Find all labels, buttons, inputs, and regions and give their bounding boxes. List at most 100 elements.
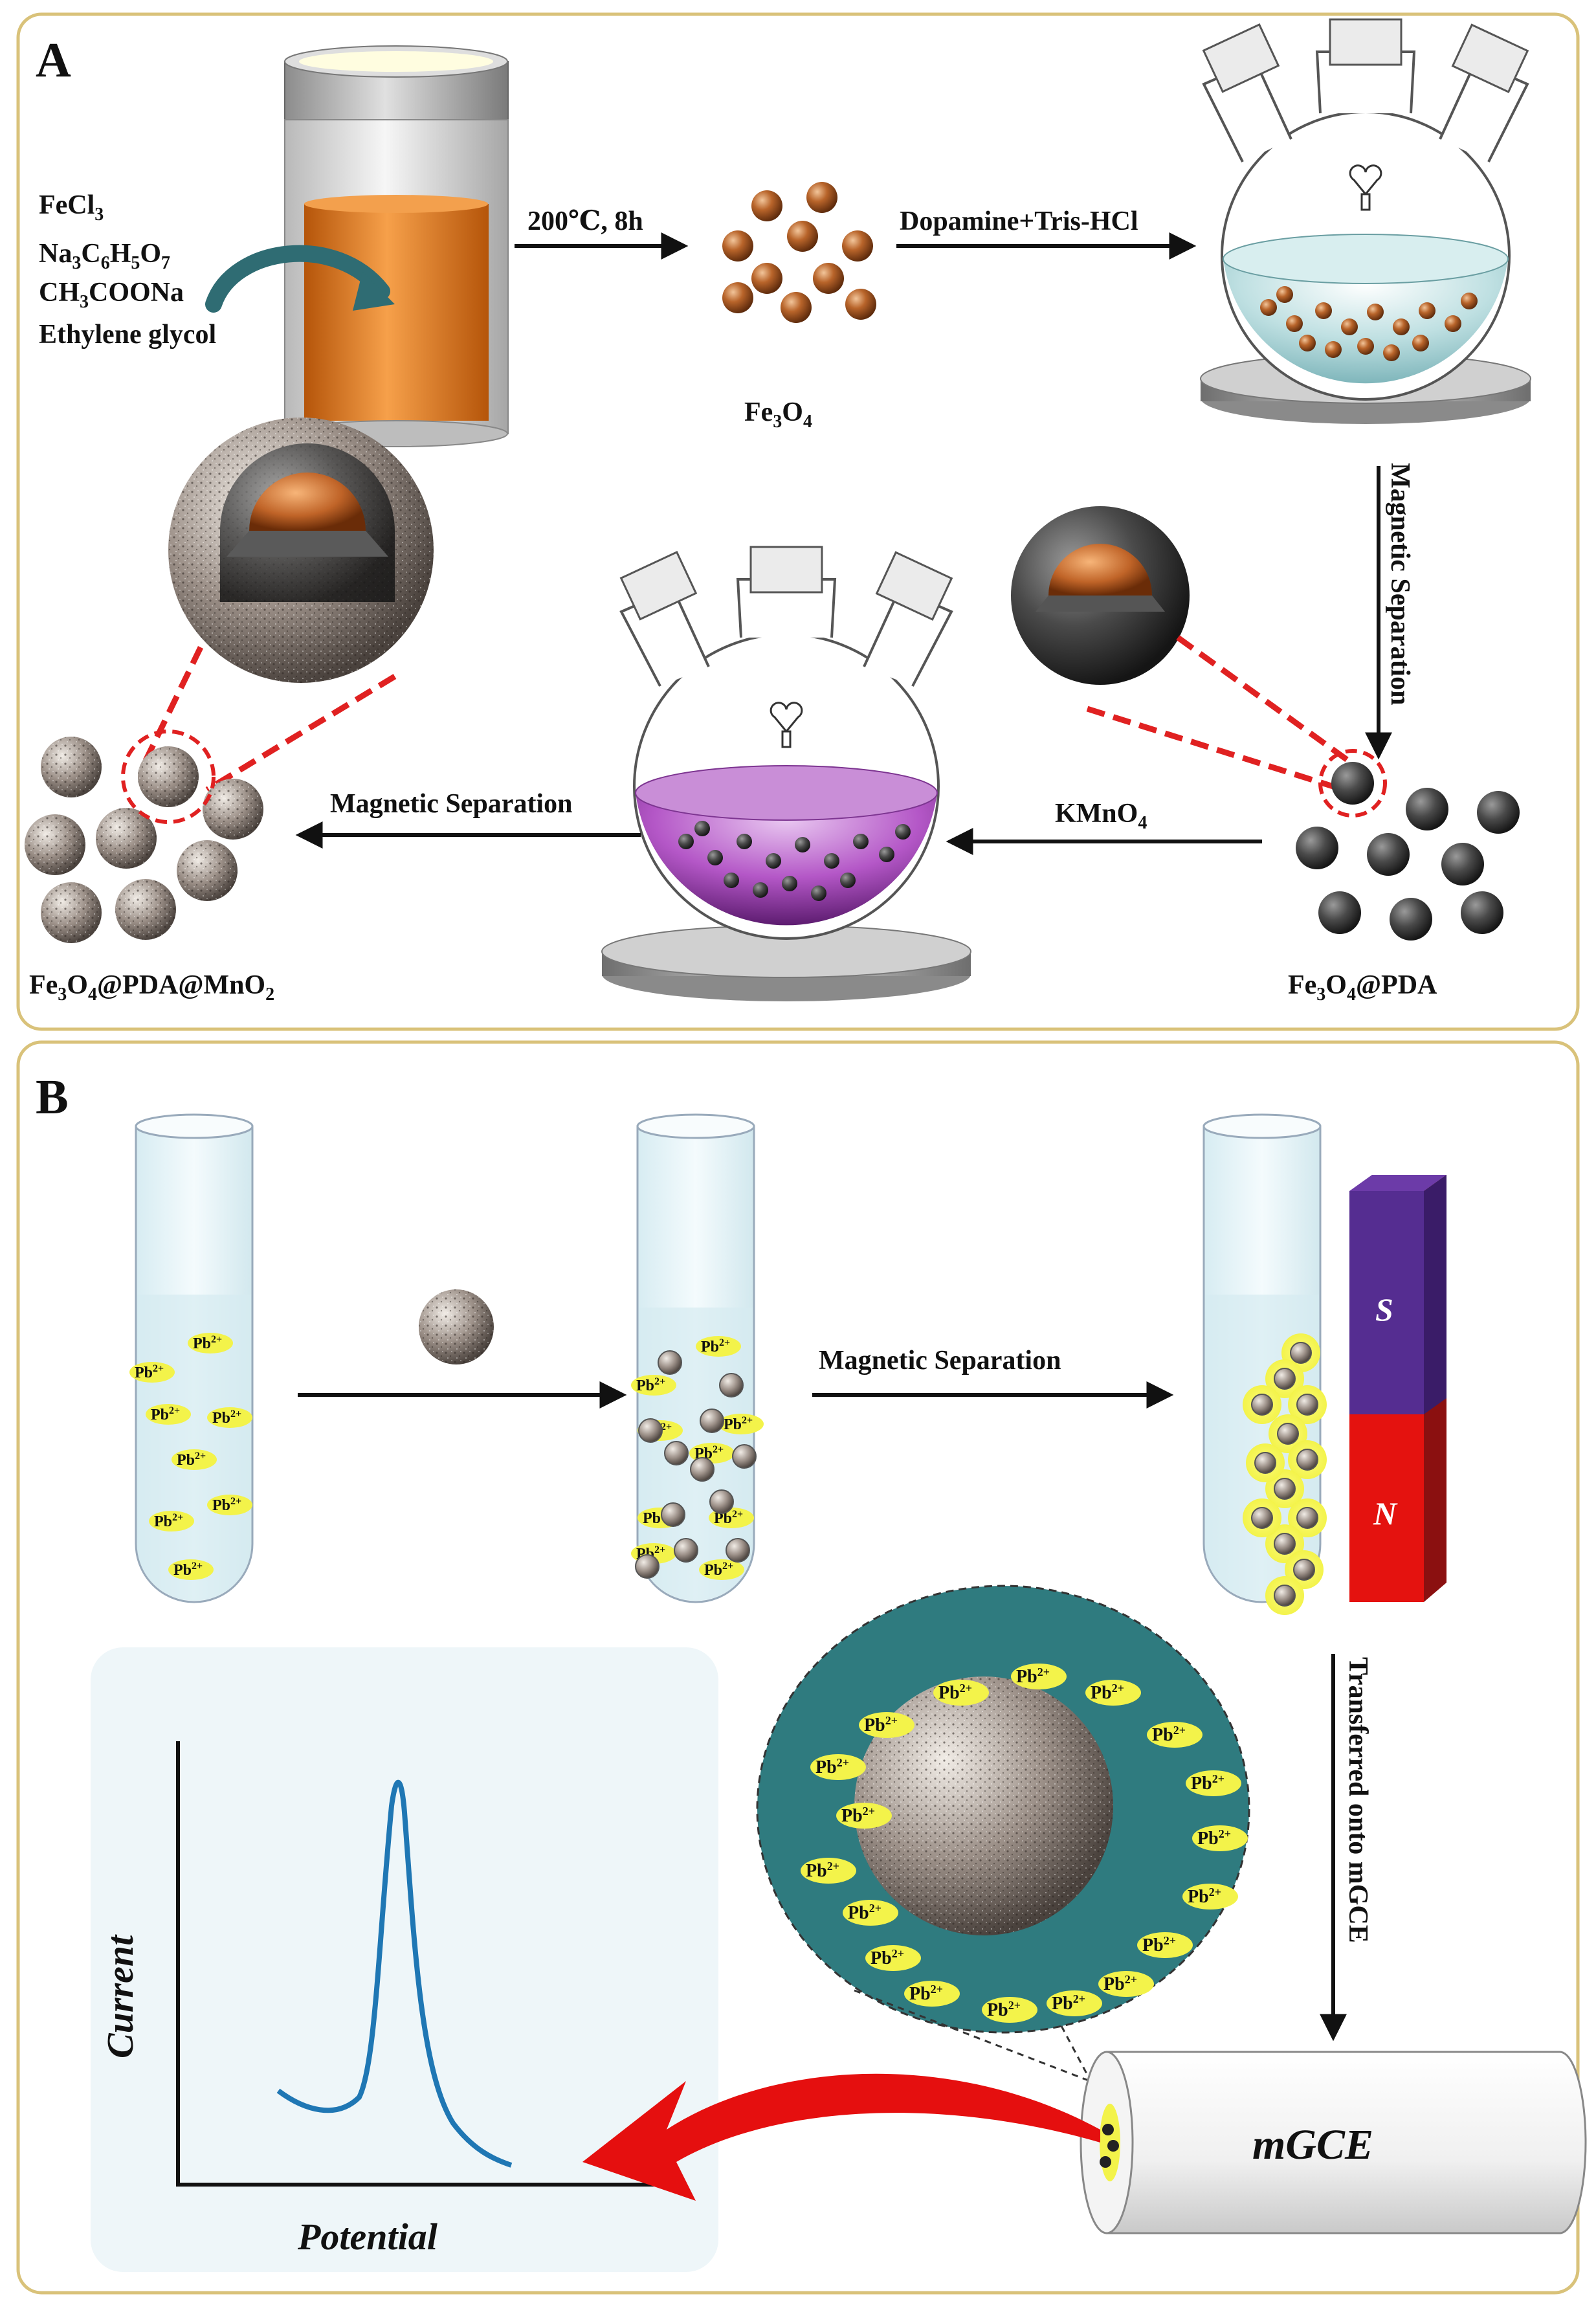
y-axis-label: Current — [99, 1934, 141, 2058]
pb-ion-glow — [865, 1945, 921, 1971]
magnet-north-label: N — [1373, 1495, 1398, 1531]
pb-ion-label: Pb2+ — [1188, 1886, 1221, 1907]
pb-ion-label: Pb2+ — [909, 1983, 943, 2004]
pb-ion-label: Pb2+ — [704, 1561, 733, 1579]
pb-ion-glow — [696, 1336, 741, 1357]
fe3o4-pda-mno2-zoom — [142, 418, 434, 792]
pb-ion-glow — [843, 1900, 898, 1926]
pb-ion-glow — [1085, 1680, 1141, 1706]
panel-a-letter: A — [36, 33, 71, 87]
pb-ion-label: Pb2+ — [1091, 1682, 1124, 1703]
stopper-center — [1329, 18, 1402, 66]
pb-ion-label: Pb2+ — [1103, 1973, 1137, 1994]
reagent-list: FeCl3 Na3C6H5O7 CH3COONa Ethylene glycol — [39, 190, 216, 350]
pb-ion-label: Pb2+ — [1016, 1665, 1050, 1687]
pb-ion-glow — [801, 1858, 856, 1884]
fe3o4-pda-mno2-particles — [25, 729, 263, 943]
pb-ion-label: Pb2+ — [193, 1334, 222, 1352]
flask-kmno4 — [601, 546, 971, 1001]
pb-ion-glow — [1137, 1932, 1193, 1958]
reagent-sodium-acetate: CH3COONa — [39, 278, 184, 312]
solvothermal-condition: 200℃, 8h — [527, 206, 643, 236]
pb-ion-glow — [718, 1414, 764, 1434]
bar-magnet: S N — [1349, 1175, 1446, 1602]
reagent-sodium-citrate: Na3C6H5O7 — [39, 239, 170, 273]
panel-b-letter: B — [36, 1070, 69, 1124]
magnetic-separation-label-b: Magnetic Separation — [819, 1346, 1061, 1375]
pb-ion-label: Pb2+ — [987, 1999, 1021, 2020]
fe3o4-pda-particles — [1296, 749, 1520, 941]
pb-ion-label: Pb2+ — [177, 1451, 206, 1469]
pb-ion-glow — [836, 1803, 892, 1829]
pb-ion-label: Pb2+ — [870, 1947, 904, 1968]
pb-ion-glow — [1011, 1664, 1067, 1689]
pb-ion-glow — [1147, 1722, 1203, 1748]
pb-ion-label: Pb2+ — [815, 1756, 849, 1777]
red-transfer-arrow — [582, 2073, 1100, 2201]
pb-ion-glow — [982, 1997, 1037, 2023]
pb-ion-label: Pb2+ — [701, 1337, 730, 1355]
pb-ions-zoom: Pb2+Pb2+Pb2+Pb2+Pb2+Pb2+Pb2+Pb2+Pb2+Pb2+… — [801, 1664, 1248, 2023]
pb-ion-label: Pb2+ — [212, 1409, 241, 1427]
flask-dopamine — [1200, 18, 1531, 424]
magnetic-separation-label-1: Magnetic Separation — [1385, 463, 1415, 705]
fe3o4-nanoparticles — [722, 182, 876, 323]
pb-ion-label: Pb2+ — [848, 1902, 881, 1923]
pb-ion-label: Pb2+ — [154, 1512, 183, 1530]
pb-ion-label: Pb2+ — [1191, 1772, 1225, 1794]
pb-ion-label: Pb2+ — [173, 1561, 203, 1579]
particles-tube-2 — [635, 1350, 757, 1579]
pb-ion-glow — [146, 1404, 191, 1425]
pb-ion-label: Pb2+ — [841, 1805, 875, 1826]
test-tube-1 — [135, 1113, 254, 1603]
pb-ion-glow — [172, 1449, 217, 1470]
pb-ion-label: Pb2+ — [636, 1376, 665, 1394]
x-axis-label: Potential — [297, 2216, 438, 2258]
pb-ion-glow — [859, 1712, 914, 1738]
pb-ion-label: Pb2+ — [1152, 1724, 1186, 1745]
pb-ion-glow — [933, 1680, 989, 1706]
mgce-electrode: mGCE — [1080, 2051, 1587, 2234]
pb-ion-label: Pb2+ — [938, 1682, 972, 1703]
product-fe3o4-pda-label: Fe3O4@PDA — [1288, 970, 1437, 1005]
pb-ion-glow — [1192, 1825, 1248, 1851]
pb-ion-label: Pb2+ — [724, 1415, 753, 1433]
transfer-label: Transferred onto mGCE — [1343, 1657, 1373, 1943]
pb-ion-label: Pb2+ — [1052, 1992, 1085, 2014]
autoclave-vessel — [205, 45, 509, 447]
test-tube-2 — [636, 1113, 755, 1603]
pb-ion-glow — [699, 1559, 744, 1580]
pb-ion-glow — [1047, 1990, 1102, 2016]
pb-ion-label: Pb2+ — [1197, 1827, 1231, 1849]
pb-ion-glow — [631, 1375, 676, 1396]
nanocomposite-sphere — [419, 1289, 494, 1364]
pb-ions-tube-1: Pb2+ Pb2+ Pb2+ Pb2+ Pb2+ Pb2+ Pb2+ Pb2+ — [129, 1333, 252, 1580]
magnet-south-label: S — [1375, 1291, 1393, 1328]
particles-at-magnet — [1243, 1333, 1327, 1615]
pb-ion-label: Pb2+ — [151, 1405, 180, 1423]
pb-ion-glow — [904, 1981, 960, 2007]
dopamine-condition: Dopamine+Tris-HCl — [900, 206, 1138, 236]
pb-ion-glow — [207, 1407, 252, 1428]
pb-ion-glow — [207, 1495, 252, 1515]
pb-ion-label: Pb2+ — [212, 1496, 241, 1514]
electrode-label: mGCE — [1252, 2121, 1373, 2168]
pb-ion-glow — [810, 1754, 866, 1780]
pb-ion-label: Pb2+ — [135, 1363, 164, 1381]
pb-ion-glow — [1098, 1971, 1154, 1997]
stripping-peak-curve — [276, 1779, 513, 2168]
reagent-ethylene-glycol: Ethylene glycol — [39, 320, 216, 350]
pb-ion-glow — [188, 1333, 233, 1353]
pb-ion-glow — [1186, 1770, 1241, 1796]
magnetic-separation-label-2: Magnetic Separation — [330, 789, 572, 819]
fe3o4-pda-zoom — [1011, 506, 1355, 790]
reagent-fecl3: FeCl3 — [39, 190, 104, 225]
pb-ion-glow — [1182, 1884, 1238, 1910]
pb-ion-label: Pb2+ — [864, 1714, 898, 1735]
pb-ion-label: Pb2+ — [806, 1860, 839, 1881]
voltammogram-panel: Current Potential — [91, 1647, 718, 2272]
product-fe3o4-pda-mno2-label: Fe3O4@PDA@MnO2 — [29, 970, 274, 1005]
product-fe3o4-label: Fe3O4 — [744, 397, 812, 432]
pb-ion-glow — [149, 1511, 194, 1531]
